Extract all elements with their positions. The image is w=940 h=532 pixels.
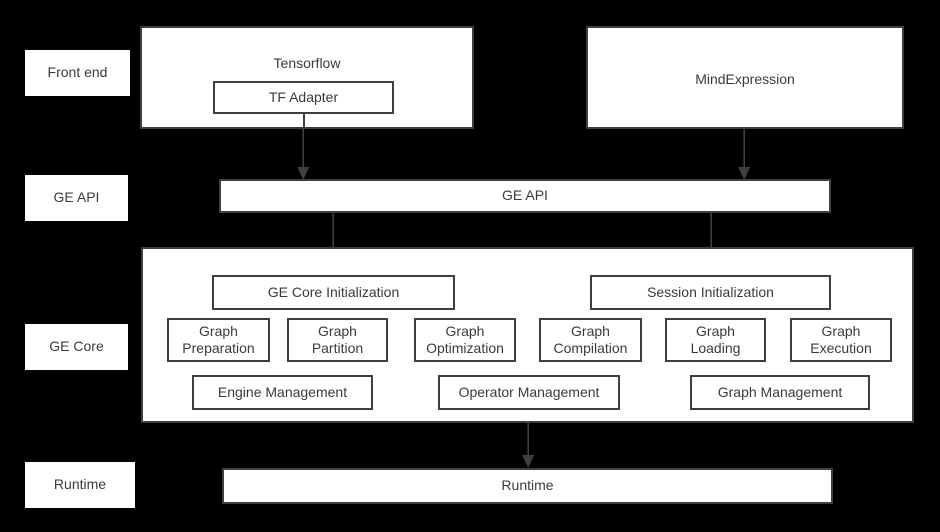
ge-core-initialization-box[interactable]: GE Core Initialization [212,275,455,310]
legend-ge-core: GE Core [25,324,128,370]
legend-front-end: Front end [25,50,130,96]
operator-management-box[interactable]: Operator Management [438,375,620,410]
arrow-mindexpression-to-ge-api [738,129,751,180]
engine-management-box[interactable]: Engine Management [192,375,373,410]
ge-api-bar[interactable]: GE API [219,179,831,213]
graph-loading-box[interactable]: Graph Loading [665,318,766,362]
legend-runtime: Runtime [25,462,135,508]
arrow-ge-core-to-runtime [522,423,535,468]
graph-optimization-box[interactable]: Graph Optimization [414,318,516,362]
runtime-bar[interactable]: Runtime [222,468,833,504]
session-initialization-box[interactable]: Session Initialization [590,275,831,310]
tensorflow-title: Tensorflow [273,55,341,71]
arrow-tensorflow-to-ge-api [297,129,310,180]
tf-adapter-box[interactable]: TF Adapter [213,81,394,114]
graph-compilation-box[interactable]: Graph Compilation [539,318,642,362]
graph-partition-box[interactable]: Graph Partition [287,318,388,362]
graph-management-box[interactable]: Graph Management [690,375,870,410]
mindexpression-title: MindExpression [695,71,795,87]
legend-ge-api: GE API [25,175,128,221]
graph-preparation-box[interactable]: Graph Preparation [167,318,270,362]
tf-adapter-stub [303,114,305,129]
mindexpression-container [586,26,904,129]
graph-execution-box[interactable]: Graph Execution [790,318,892,362]
